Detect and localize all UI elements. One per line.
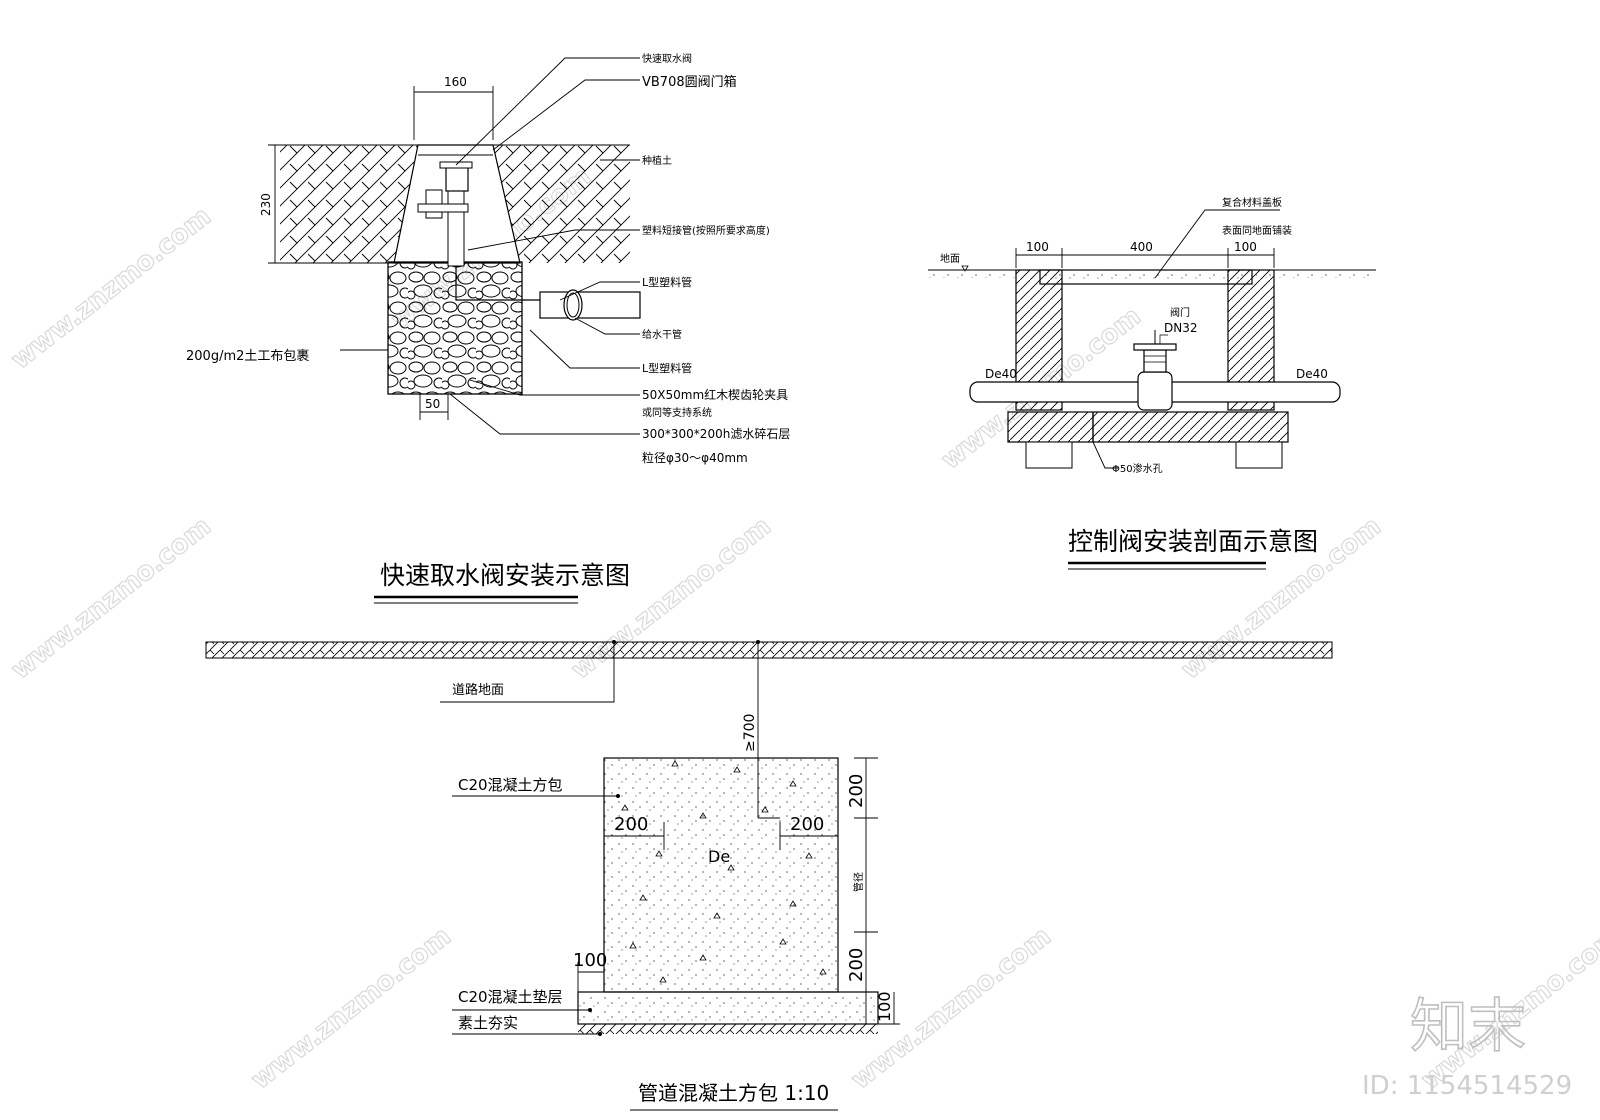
watermark-text: www.znzmo.com <box>246 922 457 1096</box>
gravel-layer <box>387 261 523 395</box>
compacted-soil <box>578 1024 878 1034</box>
concrete-encasement-detail: 道路地面 ≥700 De 200 200 <box>205 640 1333 1111</box>
chamber-base <box>1007 411 1289 443</box>
ground-surface <box>928 270 1016 278</box>
supply-pipe <box>539 291 641 319</box>
l-pipe <box>455 266 540 301</box>
dim-100: 100 <box>875 991 894 1022</box>
dim-pipe: 管径 <box>852 872 865 892</box>
concrete-box <box>603 757 839 993</box>
quick-valve-detail: 160 230 50 快速取水阀 VB708圆阀门箱 种植土 塑料短接管(按照所… <box>186 52 790 604</box>
dim-100: 100 <box>573 950 607 971</box>
label-compacted-soil: 素土夯实 <box>458 1014 518 1032</box>
dim-400: 400 <box>1130 240 1153 254</box>
pipe-label: De <box>708 847 730 866</box>
control-valve-title: 控制阀安装剖面示意图 <box>1068 527 1318 556</box>
label-support: 50X50mm红木楔齿轮夹具 <box>642 387 788 402</box>
watermark-text: www.znzmo.com <box>566 512 777 686</box>
label-valve-box: VB708圆阀门箱 <box>642 74 737 90</box>
label-l-pipe: L型塑料管 <box>642 275 692 289</box>
dim-230: 230 <box>259 193 273 216</box>
label-surface: 表面同地面铺装 <box>1222 224 1292 237</box>
watermark-text: www.znzmo.com <box>6 512 217 686</box>
dim-100: 100 <box>1026 240 1049 254</box>
control-valve-detail: 地面 100 400 100 复合 <box>928 196 1376 570</box>
dim-160: 160 <box>444 75 467 89</box>
cover-plate <box>1039 269 1253 285</box>
valve-body <box>1137 371 1173 411</box>
dim-50: 50 <box>425 397 440 411</box>
planting-soil-hatch <box>493 145 630 263</box>
dim-100: 100 <box>1234 240 1257 254</box>
label-valve-size: DN32 <box>1164 321 1198 335</box>
brand-id: ID: 1154514529 <box>1362 1071 1572 1101</box>
dim-200: 200 <box>846 948 867 982</box>
label-pipe-left: De40 <box>985 367 1017 381</box>
label-road: 道路地面 <box>452 682 504 698</box>
label-pipe-right: De40 <box>1296 367 1328 381</box>
dim-200: 200 <box>846 774 867 808</box>
label-planting-soil: 种植土 <box>642 154 672 167</box>
aggregate-marks <box>621 760 827 983</box>
label-drain-hole: Φ50渗水孔 <box>1112 462 1163 475</box>
quick-valve-title: 快速取水阀安装示意图 <box>380 561 630 590</box>
dim-200: 200 <box>614 814 648 835</box>
label-c20-bed: C20混凝土垫层 <box>458 988 563 1006</box>
label-gravel: 粒径φ30～φ40mm <box>642 450 748 465</box>
concrete-bed <box>577 991 879 1025</box>
valve-handwheel <box>1133 343 1177 351</box>
riser-pipe <box>447 189 465 267</box>
label-quick-valve: 快速取水阀 <box>642 52 692 65</box>
label-valve: 阀门 <box>1170 306 1190 319</box>
road-surface <box>205 641 1333 659</box>
label-plastic-joint: 塑料短接管(按照所要求高度) <box>642 224 770 237</box>
label-l-pipe: L型塑料管 <box>642 361 692 375</box>
dim-depth: ≥700 <box>742 714 758 752</box>
label-gravel: 300*300*200h滤水碎石层 <box>642 426 790 441</box>
planting-soil-hatch <box>280 145 418 263</box>
label-ground: 地面 <box>940 252 960 265</box>
brand-stamp: 知末 ID: 1154514529 <box>1362 991 1572 1101</box>
label-supply-pipe: 给水干管 <box>642 328 682 341</box>
label-geotextile: 200g/m2土工布包裹 <box>186 349 309 364</box>
dim-200: 200 <box>790 814 824 835</box>
brand-logo: 知末 <box>1410 992 1526 1060</box>
encasement-title: 管道混凝土方包 1:10 <box>638 1081 829 1105</box>
label-support: 或同等支持系统 <box>642 406 712 419</box>
label-cover-plate: 复合材料盖板 <box>1222 196 1282 209</box>
label-c20-box: C20混凝土方包 <box>458 776 563 794</box>
ground-surface <box>1256 270 1376 278</box>
